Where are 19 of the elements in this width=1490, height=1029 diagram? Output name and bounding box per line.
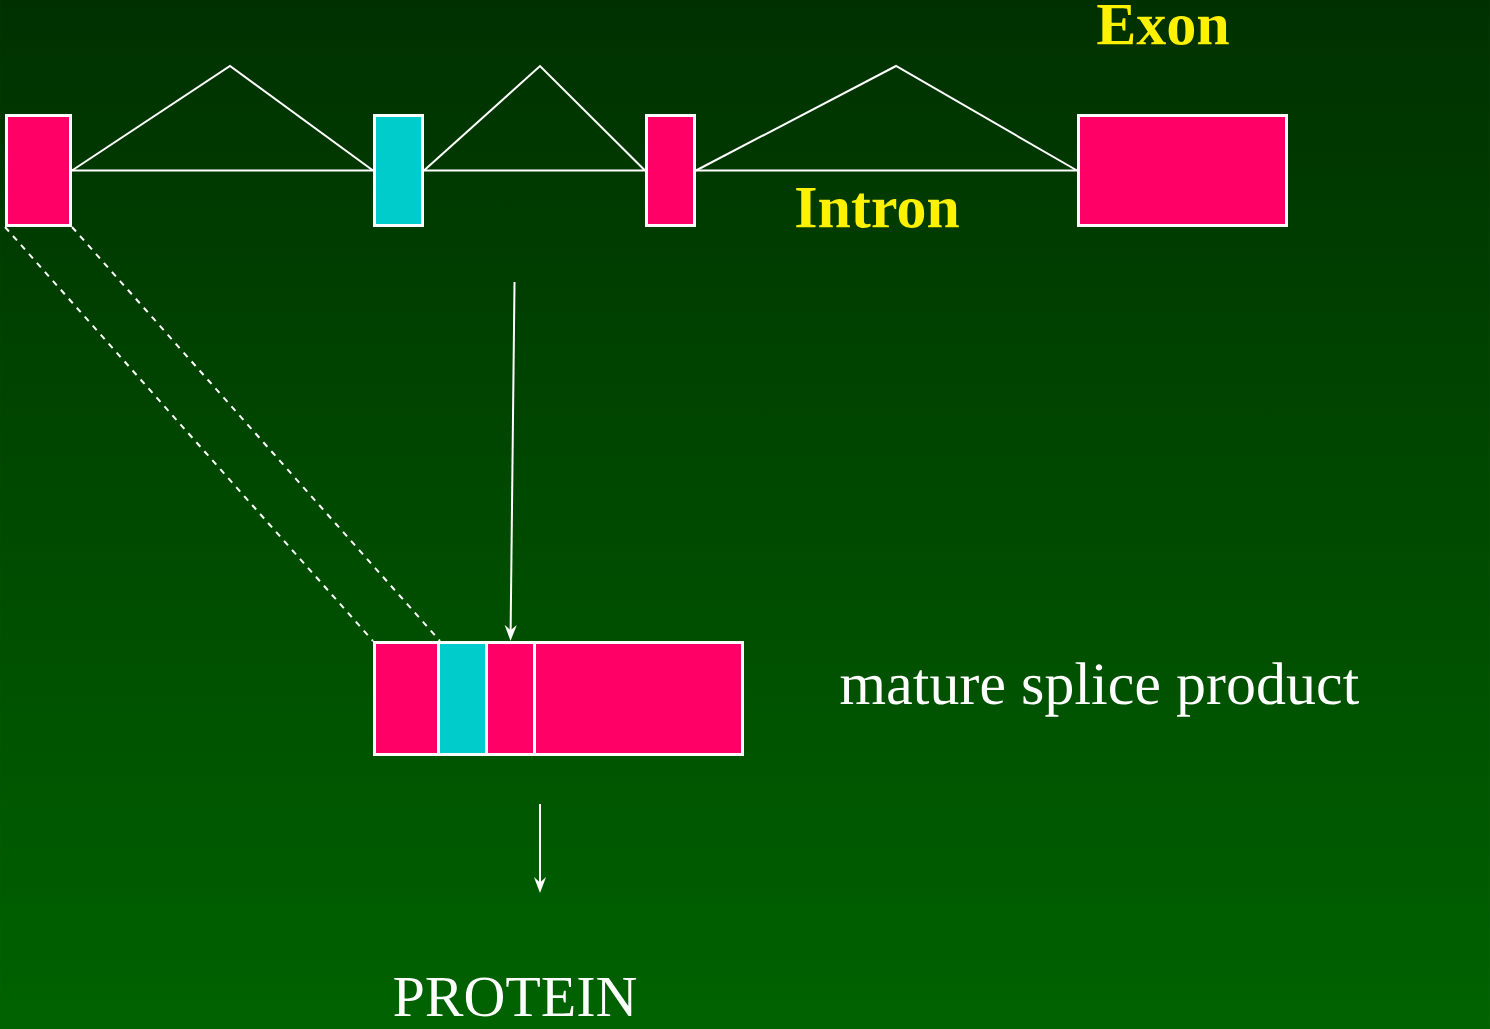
intron-line — [71, 169, 374, 172]
splice-line — [423, 64, 646, 172]
label: Intron — [796, 188, 959, 228]
exon-box — [5, 114, 72, 227]
exon-box — [373, 641, 440, 756]
splice-line — [695, 64, 1078, 172]
exon-box — [645, 114, 696, 227]
guide-line — [4, 226, 374, 642]
exon-box — [437, 641, 488, 756]
intron-line — [695, 169, 1078, 172]
intron-line — [423, 169, 646, 172]
splice-line — [71, 64, 374, 172]
exon-box — [1077, 114, 1288, 227]
label: Exon — [1097, 5, 1229, 45]
exon-box — [485, 641, 536, 756]
exon-box — [373, 114, 424, 227]
node-label: mature splice product — [840, 662, 1359, 717]
node-text: PROTEIN — [394, 977, 637, 1017]
guide-line — [71, 226, 441, 642]
